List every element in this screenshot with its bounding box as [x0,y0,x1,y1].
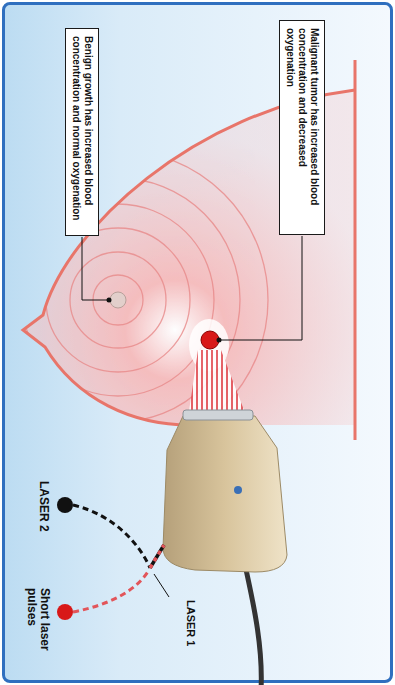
combined-fiber [150,545,164,568]
laser1-fiber [73,505,150,568]
laser2-dot [57,604,73,620]
chest-wall [354,60,357,440]
leader-line [154,574,169,597]
laser-label: LASER 2 [37,481,51,532]
callout-text: Benign growth has increased blood concen… [70,36,94,228]
laser1-dot [57,497,73,513]
probe-button [234,486,242,494]
malignant-tumor [201,331,219,349]
leader-line [82,237,109,300]
laser-beam [188,350,247,418]
callout-text: Malignant tumor has increased blood conc… [284,28,320,227]
probe-cable [245,565,261,685]
leader-line [219,236,302,340]
wave-rings [0,150,268,450]
benign-growth [110,292,126,308]
probe-head [183,410,253,420]
probe-handle [163,416,287,572]
laser-label: Short laser pulses [25,588,51,685]
callout-box: Malignant tumor has increased blood conc… [279,20,325,235]
combined-fiber [150,545,164,568]
pulse-label: LASER 1 [185,600,197,646]
callout-box: Benign growth has increased blood concen… [65,28,99,236]
laser2-fiber [73,570,149,612]
